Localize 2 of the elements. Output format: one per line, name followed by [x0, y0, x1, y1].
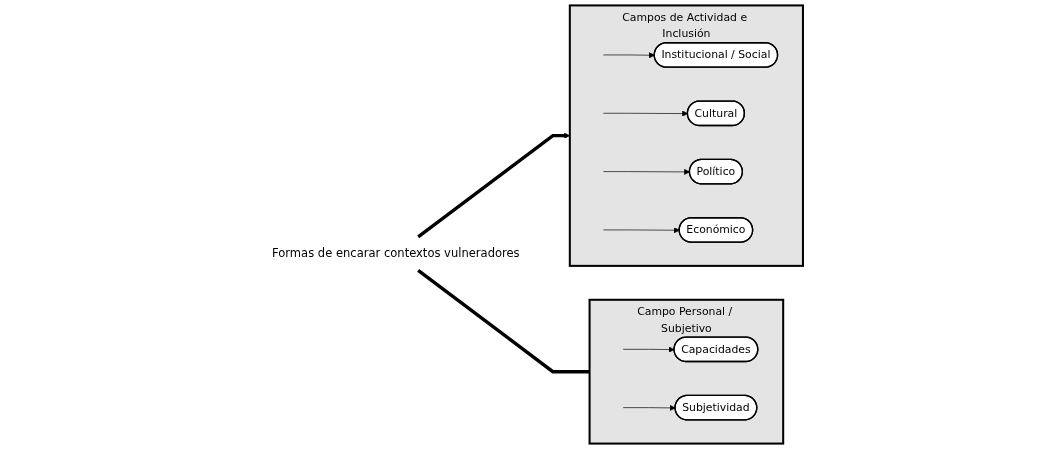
- node-text: Formas de encarar contextos vulneradores: [272, 246, 520, 260]
- connector: [417, 269, 590, 374]
